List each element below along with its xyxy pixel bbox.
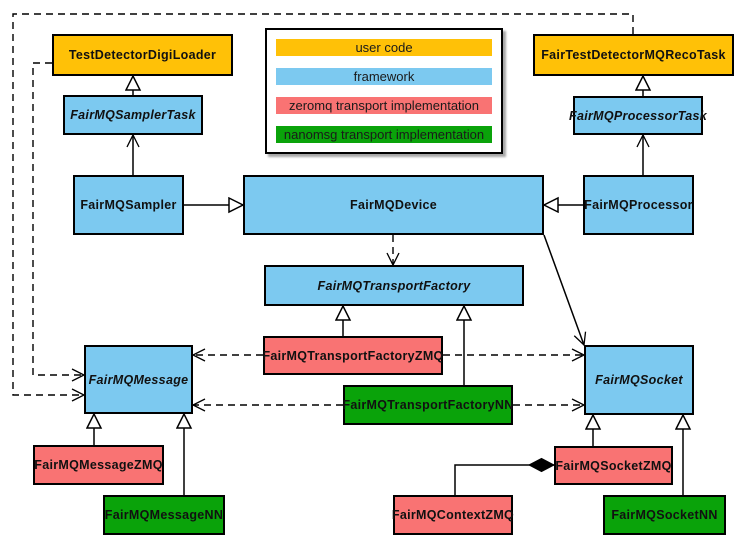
edge-FairTestDetectorMQRecoTask-to-FairMQMessage — [12, 13, 634, 402]
node-FairMQProcessorTask: FairMQProcessorTask — [569, 96, 707, 135]
node-label: FairMQSocket — [595, 373, 683, 387]
node-label: FairMQTransportFactory — [317, 278, 471, 293]
edge-FairMQDevice-to-FairMQSocket — [543, 234, 587, 347]
node-FairMQMessageZMQ: FairMQMessageZMQ — [33, 445, 164, 485]
edge-TestDetectorDigiLoader-to-FairMQMessage — [32, 62, 86, 382]
node-label: FairMQMessage — [88, 372, 189, 387]
node-FairTestDetectorMQRecoTask: FairTestDetectorMQRecoTask — [533, 34, 734, 76]
legend-box: user code framework zeromq transport imple… — [265, 28, 503, 154]
node-label: FairMQDevice — [350, 198, 437, 212]
legend-label: user code — [355, 40, 413, 55]
node-label: FairMQMessageZMQ — [34, 458, 163, 472]
node-FairMQDevice: FairMQDevice — [243, 175, 544, 235]
node-FairMQSamplerTask: FairMQSamplerTask — [63, 95, 203, 135]
node-FairMQTransportFactoryZMQ: FairMQTransportFactoryZMQ — [262, 336, 444, 375]
edge-FairMQContextZMQ-to-FairMQSocketZMQ — [454, 465, 554, 495]
node-label: FairMQProcessorTask — [569, 108, 707, 123]
legend-label: zeromq transport implementation — [288, 98, 480, 113]
node-FairMQSocketZMQ: FairMQSocketZMQ — [554, 446, 673, 485]
node-label: FairMQContextZMQ — [391, 508, 515, 522]
node-FairMQSocketNN: FairMQSocketNN — [603, 495, 726, 535]
node-FairMQMessage: FairMQMessage — [84, 345, 193, 414]
node-FairMQTransportFactory: FairMQTransportFactory — [264, 265, 524, 306]
node-label: FairTestDetectorMQRecoTask — [541, 48, 726, 62]
node-TestDetectorDigiLoader: TestDetectorDigiLoader — [52, 34, 233, 76]
node-FairMQSocket: FairMQSocket — [584, 345, 694, 415]
node-label: FairMQSocketNN — [611, 508, 718, 522]
node-FairMQProcessor: FairMQProcessor — [583, 175, 694, 235]
node-label: FairMQSamplerTask — [70, 108, 196, 122]
node-label: FairMQTransportFactoryNN — [342, 398, 514, 412]
legend-item-nanomsg: nanomsg transport implementation — [276, 126, 492, 143]
legend-item-user_code: user code — [276, 39, 492, 56]
node-FairMQSampler: FairMQSampler — [73, 175, 184, 235]
legend-item-framework: framework — [276, 68, 492, 85]
node-label: FairMQSocketZMQ — [555, 458, 672, 473]
node-FairMQContextZMQ: FairMQContextZMQ — [391, 495, 515, 535]
node-label: TestDetectorDigiLoader — [68, 48, 217, 62]
node-FairMQTransportFactoryNN: FairMQTransportFactoryNN — [342, 385, 514, 425]
node-FairMQMessageNN: FairMQMessageNN — [103, 495, 225, 535]
node-label: FairMQProcessor — [584, 198, 693, 212]
legend-item-zeromq: zeromq transport implementation — [276, 97, 492, 114]
node-label: FairMQSampler — [80, 198, 177, 212]
legend-label: framework — [353, 69, 415, 84]
legend-label: nanomsg transport implementation — [283, 127, 485, 142]
node-label: FairMQMessageNN — [104, 508, 224, 522]
node-label: FairMQTransportFactoryZMQ — [262, 348, 444, 363]
